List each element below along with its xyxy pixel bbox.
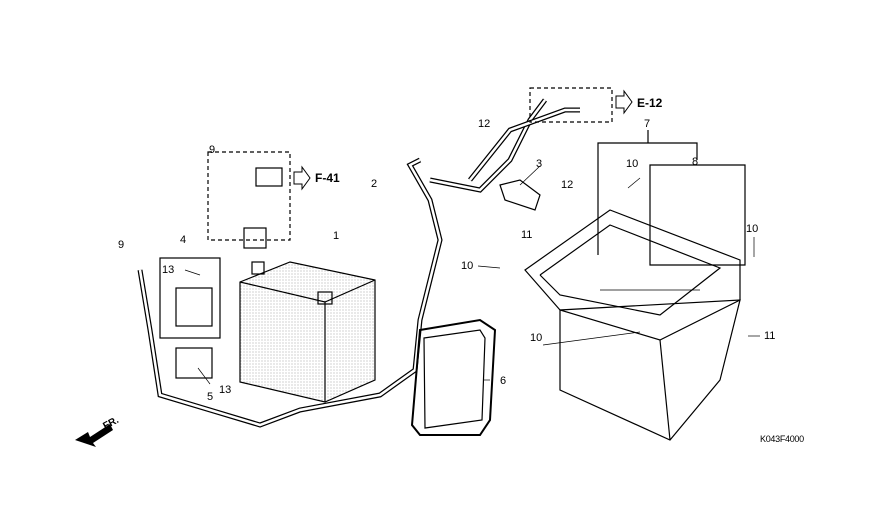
diagram-code: K043F4000 [760, 434, 804, 444]
part-label: 4 [180, 234, 187, 246]
part-label: 10 [530, 332, 543, 344]
reference-e12: E-12 [637, 96, 663, 110]
part-label: 13 [219, 384, 232, 396]
part-label: 11 [764, 330, 776, 342]
part-label: 10 [461, 260, 474, 272]
part-label: 10 [746, 223, 759, 235]
part-label: 10 [626, 158, 639, 170]
reference-f41: F-41 [315, 171, 340, 185]
terminal-cover [499, 179, 541, 211]
part-label: 2 [371, 178, 378, 190]
part-label: 12 [561, 179, 574, 191]
part-label: 12 [478, 118, 491, 130]
part-label: 11 [521, 229, 533, 241]
relay-cover [175, 347, 213, 379]
part-label: 13 [162, 264, 175, 276]
part-label: 9 [209, 144, 216, 156]
battery-case [524, 209, 741, 441]
part-label: 5 [207, 391, 214, 403]
battery-band [410, 318, 497, 436]
part-label: 9 [118, 239, 125, 251]
part-label: 3 [536, 158, 543, 170]
ref-arrow-e12-icon [615, 89, 633, 115]
ref-arrow-f41-icon [293, 165, 311, 191]
part-label: 6 [500, 375, 507, 387]
part-label: 8 [692, 156, 699, 168]
part-label: 7 [644, 118, 651, 130]
case-cover-sheet [649, 164, 746, 266]
front-direction-arrow-icon [75, 424, 113, 447]
starter-relay-box [159, 257, 221, 339]
battery [239, 261, 376, 403]
part-label: 1 [333, 230, 340, 242]
